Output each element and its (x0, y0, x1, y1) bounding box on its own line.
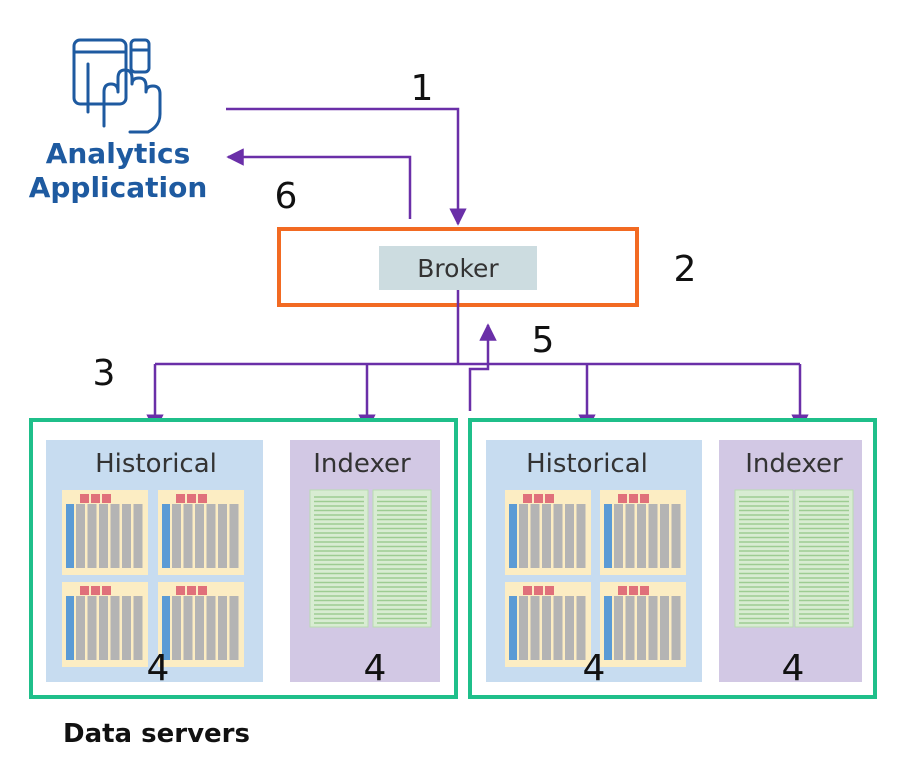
tablet-touch-icon (72, 38, 162, 134)
index-page-icon (372, 489, 432, 628)
client-title-line2: Application (29, 171, 208, 204)
segment-icon (62, 490, 148, 575)
index-pages-1 (309, 489, 432, 628)
step-2-label: 2 (674, 249, 697, 290)
segment-icon (505, 490, 591, 575)
indexer-step-1: 4 (364, 648, 387, 689)
step-3-label: 3 (93, 353, 116, 394)
index-page-icon (734, 489, 794, 628)
data-server-group-2: Historical 4 Indexer 4 (468, 418, 877, 699)
segment-icon (505, 582, 591, 667)
step-1-label: 1 (411, 68, 434, 109)
indexer-step-2: 4 (782, 648, 805, 689)
indexer-label-2: Indexer (745, 449, 843, 479)
broker-label: Broker (417, 254, 499, 283)
segment-icon (158, 490, 244, 575)
historical-step-2: 4 (583, 648, 606, 689)
segment-icon (158, 582, 244, 667)
indexer-label-1: Indexer (313, 449, 411, 479)
data-servers-caption: Data servers (63, 719, 250, 749)
step-6-label: 6 (275, 176, 298, 217)
index-page-icon (794, 489, 854, 628)
historical-step-1: 4 (147, 648, 170, 689)
segment-icon (600, 490, 686, 575)
historical-segments-2 (505, 490, 686, 667)
index-pages-2 (734, 489, 854, 628)
arrow-results-to-broker (468, 323, 497, 411)
historical-segments-1 (62, 490, 244, 667)
step-5-label: 5 (532, 320, 555, 361)
arrow-result-to-client (226, 148, 412, 219)
data-server-group-1: Historical 4 Indexer 4 (29, 418, 458, 699)
client-title-line1: Analytics (46, 137, 191, 170)
arrow-query-to-broker (226, 107, 467, 226)
index-page-icon (309, 489, 369, 628)
segment-icon (62, 582, 148, 667)
segment-icon (600, 582, 686, 667)
historical-label-1: Historical (95, 449, 217, 479)
broker-node (379, 246, 537, 290)
historical-label-2: Historical (526, 449, 648, 479)
